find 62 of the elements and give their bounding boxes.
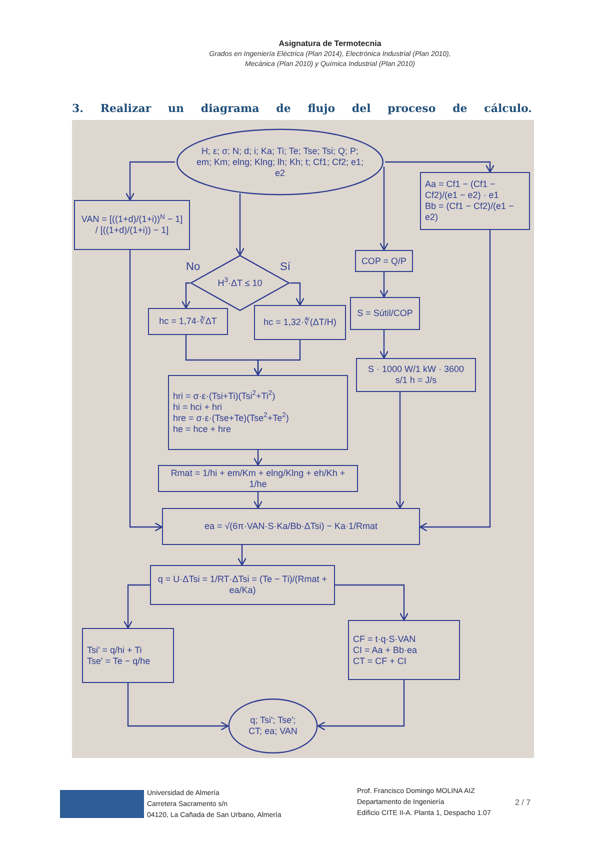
process-box: [348, 620, 460, 680]
arrow: [385, 161, 495, 173]
formula-text: CT = CF + CI: [353, 656, 406, 666]
arrow: [125, 161, 175, 201]
formula-text: hc = 1,74·∛ΔT: [159, 316, 217, 327]
process-box: [355, 250, 413, 272]
formula-text: CI = Aa + Bb·ea: [353, 644, 418, 656]
formula-text: hri = σ·ε·(Tsi+Ti)(Tsi$^{2}$+Ti$^{2}$): [173, 390, 276, 402]
process-box: [162, 508, 420, 545]
formula-text: hc = 1,32·∜(ΔT/H): [264, 317, 336, 328]
formula-text: hi = hci + hri: [173, 402, 222, 412]
formula-text: H$^{3}$·ΔT ≤ 10: [218, 278, 262, 288]
process-box: [350, 297, 420, 330]
formula-text: COP = Q/P: [361, 256, 407, 266]
formula-text: Aa = Cf1 − (Cf1 − Cf2)/(e1 − e2) · e1: [425, 179, 500, 201]
page-number: 2 / 7: [515, 797, 531, 809]
formula-text: Tsi' = q/hi + Ti: [87, 644, 142, 656]
arrow: [419, 230, 491, 532]
arrow: [290, 282, 305, 306]
arrow: [317, 680, 405, 731]
edge-label: Sí: [280, 262, 290, 273]
process-box: [420, 172, 530, 230]
formula-text: S · 1000 W/1 kW · 3600 s/1 h = J/s: [366, 364, 466, 386]
formula-text: q = U·ΔTsi = 1/RT·ΔTsi = (Te − Ti)/(Rmat + ea/Ka): [156, 574, 328, 596]
arrow: [395, 392, 405, 509]
arrow: [379, 330, 389, 359]
arrow: [379, 272, 389, 298]
exercise-heading: 3. Realizar un diagrama de flujo del proceso de cálculo.: [72, 101, 532, 117]
process-box: [82, 628, 174, 683]
arrow: [181, 282, 191, 309]
process-box: [168, 375, 348, 450]
formula-text: CF = t·q·S·VAN: [353, 634, 416, 644]
arrow: [253, 450, 263, 466]
formula-text: q; Tsi'; Tse'; CT; ea; VAN: [248, 715, 298, 737]
formula-text: Bb = (Cf1 − Cf2)/(e1 − e2): [425, 201, 515, 223]
formula-text: ea = √(6π·VAN·S·Ka/Bb·ΔTsi) − Ka·1/Rmat: [204, 521, 378, 532]
process-box: [254, 305, 346, 340]
arrow: [123, 584, 150, 629]
terminal-oval: [175, 128, 385, 196]
arrow: [129, 250, 163, 532]
formula-text: Tse' = Te − q/he: [87, 656, 150, 666]
process-box: [74, 200, 190, 250]
formula-text: Rmat = 1/hi + em/Km + elng/Klng + eh/Kh + 1/he: [170, 468, 346, 490]
arrow: [127, 683, 229, 731]
arrow: [379, 166, 389, 251]
terminal-oval: [228, 698, 318, 754]
arrow: [235, 193, 245, 256]
formula-text: S = Sútil/COP: [357, 308, 413, 319]
arrow: [335, 584, 409, 621]
formula-text: hre = σ·ε·(Tse+Te)(Tse$^{2}$+Te$^{2}$): [173, 412, 289, 424]
arrow: [237, 545, 247, 566]
formula-text: H; ε; σ; N; d; i; Ka; Ti; Te; Tse; Tsi; Q; P; em; Km; elng; Klng; lh; Kh; t; Cf1; Cf2; e1; e2: [195, 146, 365, 178]
process-box: [148, 308, 228, 335]
process-box: [150, 565, 335, 605]
formula-text: VAN = [((1+d)/(1+i))$^{N}$ − 1] / [((1+d)/(1+i)) − 1]: [80, 214, 184, 236]
arrow: [253, 340, 301, 376]
process-box: [158, 465, 358, 492]
formula-text: he = hce + hre: [173, 424, 232, 434]
process-box: [356, 358, 476, 392]
arrow: [253, 492, 263, 509]
course-title: Asignatura de Termotecnia: [278, 38, 382, 50]
edge-label: No: [186, 262, 200, 273]
